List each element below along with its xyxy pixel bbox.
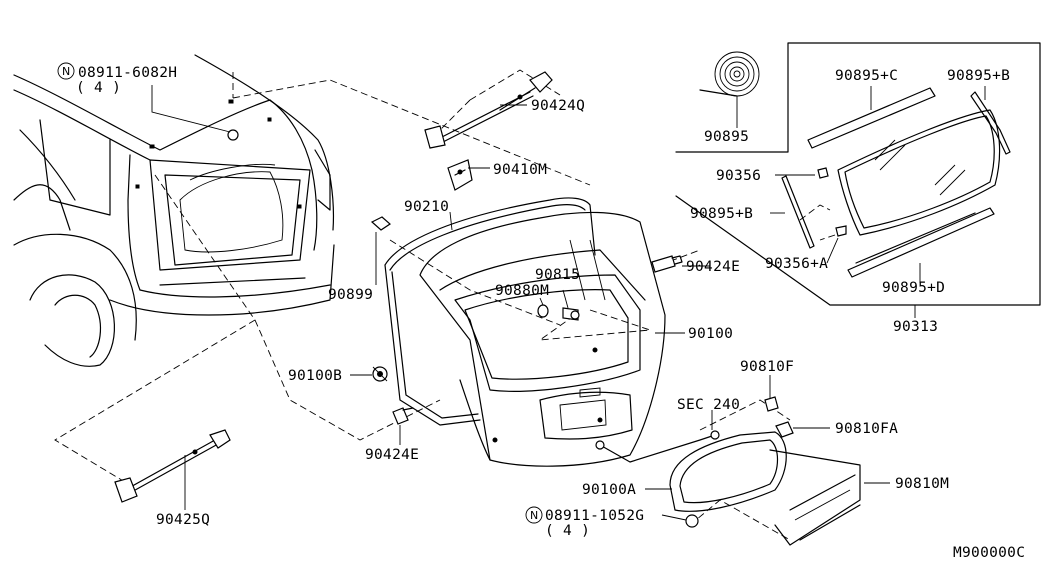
leader-lines [151, 85, 986, 521]
back-door-weatherstrip [384, 197, 596, 426]
label-90810f: 90810F [740, 359, 794, 375]
handle-parts [537, 304, 580, 321]
label-90424q: 90424Q [531, 98, 585, 114]
label-08911-6082h: 08911-6082H [78, 65, 177, 81]
back-window-glass-box [675, 42, 1041, 306]
tape-roll [699, 51, 760, 97]
stay-socket-bottom [392, 407, 414, 425]
label-90410m: 90410M [493, 162, 547, 178]
label-08911-6082h-qty: ( 4 ) [76, 80, 121, 96]
label-90895-b-mid: 90895+B [690, 206, 753, 222]
diagram-id: M900000C [953, 545, 1025, 561]
label-90810m: 90810M [895, 476, 949, 492]
label-90895-d: 90895+D [882, 280, 945, 296]
label-90425q: 90425Q [156, 512, 210, 528]
label-90424e-top: 90424E [686, 259, 740, 275]
label-90895-c: 90895+C [835, 68, 898, 84]
label-90313: 90313 [893, 319, 938, 335]
bumper-rubber-part [370, 216, 391, 231]
label-08911-1052g: 08911-1052G [545, 508, 644, 524]
label-90810fa: 90810FA [835, 421, 898, 437]
label-90880m: 90880M [495, 283, 549, 299]
label-90895: 90895 [704, 129, 749, 145]
label-90899: 90899 [328, 287, 373, 303]
label-90210: 90210 [404, 199, 449, 215]
nut-symbol-text: N [62, 65, 70, 78]
label-sec-240: SEC 240 [677, 397, 740, 413]
label-90356: 90356 [716, 168, 761, 184]
label-90356-a: 90356+A [765, 256, 828, 272]
label-90424e-bottom: 90424E [365, 447, 419, 463]
hinge-bottom [372, 366, 388, 382]
stay-socket-top [651, 255, 683, 273]
label-90895-b-top: 90895+B [947, 68, 1010, 84]
license-lamp-finisher [595, 396, 861, 546]
nut-symbol-text: N [530, 509, 538, 522]
back-door-stay-top [424, 71, 553, 149]
hinge-part [447, 159, 473, 191]
label-90100: 90100 [688, 326, 733, 342]
label-90100b: 90100B [288, 368, 342, 384]
label-08911-1052g-qty: ( 4 ) [545, 523, 590, 539]
label-90815: 90815 [535, 267, 580, 283]
back-door-stay-bottom [114, 429, 231, 503]
label-90100a: 90100A [582, 482, 636, 498]
nut-symbol-icon [57, 62, 75, 80]
vehicle-rear-illustration [13, 54, 335, 367]
back-door-panel [419, 211, 666, 467]
nut-symbol-icon [525, 506, 543, 524]
